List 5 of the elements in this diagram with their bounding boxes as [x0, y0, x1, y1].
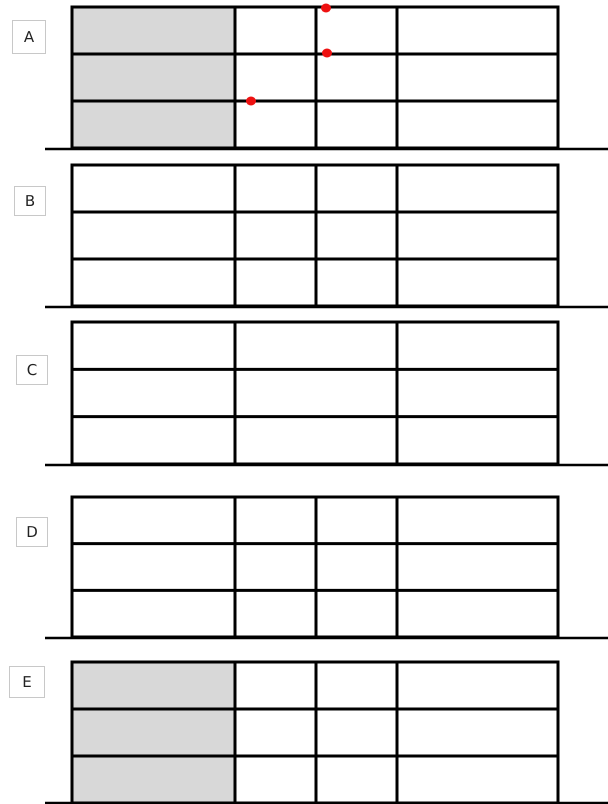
panel-label: A — [12, 20, 46, 54]
panel-label: E — [9, 666, 45, 698]
panel-label: C — [16, 355, 48, 385]
panel-label: D — [16, 517, 48, 547]
panel-label: B — [14, 186, 46, 216]
